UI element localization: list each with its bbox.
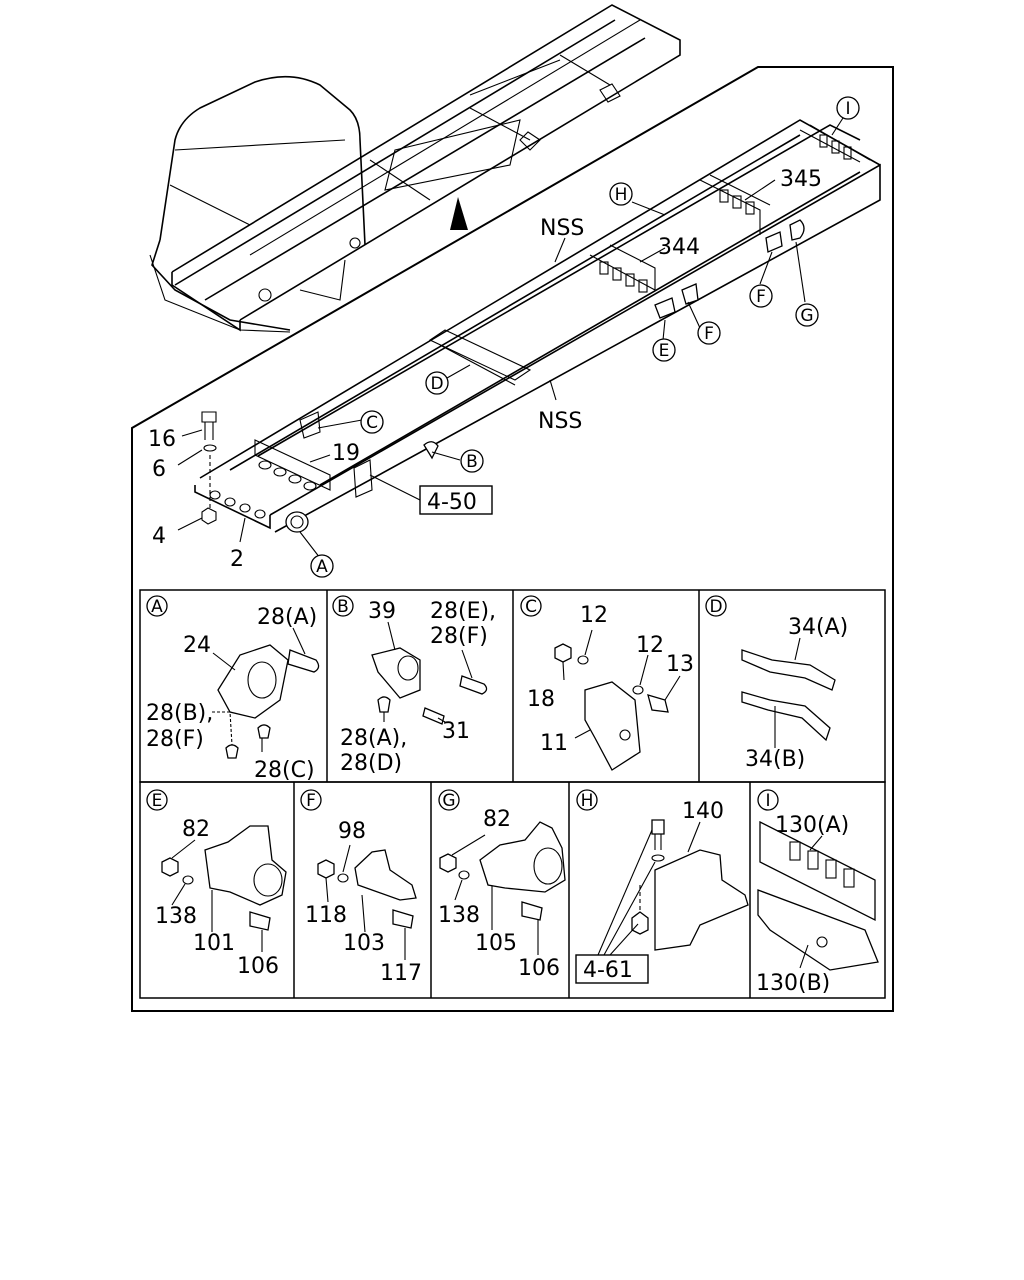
svg-text:11: 11 <box>540 731 568 756</box>
ref-box-4-50: 4-50 <box>419 485 493 515</box>
svg-text:82: 82 <box>483 807 511 832</box>
lower-frame <box>194 119 881 533</box>
svg-text:103: 103 <box>343 931 385 956</box>
svg-text:34(A): 34(A) <box>788 615 848 640</box>
svg-text:28(B),: 28(B), <box>146 701 213 726</box>
svg-text:B: B <box>466 452 478 472</box>
ref-box-4-61: 4-61 <box>583 958 633 983</box>
svg-text:118: 118 <box>305 903 347 928</box>
callout-f-left: F <box>697 321 721 345</box>
panel-b: B 39 28(E), 28(F) 28(A), 28(D) 31 <box>332 595 496 776</box>
label-344: 344 <box>658 235 700 260</box>
svg-text:28(E),: 28(E), <box>430 599 496 624</box>
label-4: 4 <box>152 524 166 549</box>
svg-text:I: I <box>765 791 770 811</box>
label-19: 19 <box>332 441 360 466</box>
svg-text:G: G <box>800 306 813 326</box>
svg-text:98: 98 <box>338 819 366 844</box>
svg-text:13: 13 <box>666 652 694 677</box>
label-6: 6 <box>152 457 166 482</box>
svg-text:105: 105 <box>475 931 517 956</box>
svg-text:138: 138 <box>155 904 197 929</box>
main-labels: 345 344 NSS NSS 19 16 6 4 2 <box>148 167 822 572</box>
callout-i: I <box>836 96 860 120</box>
svg-text:39: 39 <box>368 599 396 624</box>
svg-text:F: F <box>306 791 316 811</box>
callout-g: G <box>795 303 819 327</box>
panel-d: D 34(A) 34(B) <box>705 595 848 772</box>
svg-text:106: 106 <box>237 954 279 979</box>
panel-e: E 82 138 101 106 <box>146 789 287 979</box>
svg-text:H: H <box>581 791 594 811</box>
svg-text:28(A),: 28(A), <box>340 726 407 751</box>
svg-text:C: C <box>525 597 537 617</box>
callout-d: D <box>425 371 449 395</box>
svg-text:28(D): 28(D) <box>340 751 402 776</box>
svg-text:E: E <box>152 791 163 811</box>
svg-text:28(C): 28(C) <box>254 758 315 783</box>
callout-f-right: F <box>749 284 773 308</box>
svg-text:34(B): 34(B) <box>745 747 805 772</box>
svg-text:A: A <box>316 557 328 577</box>
direction-arrow <box>450 197 468 230</box>
svg-text:C: C <box>366 413 378 433</box>
label-345: 345 <box>780 167 822 192</box>
label-16: 16 <box>148 427 176 452</box>
svg-text:D: D <box>709 597 722 617</box>
svg-text:B: B <box>337 597 349 617</box>
svg-text:28(F): 28(F) <box>146 727 204 752</box>
label-nss-lower: NSS <box>538 409 582 434</box>
svg-text:G: G <box>442 791 455 811</box>
main-leaders <box>177 117 844 559</box>
svg-text:D: D <box>430 374 443 394</box>
svg-text:H: H <box>615 185 628 205</box>
cab-outline <box>149 75 366 333</box>
callout-a: A <box>310 554 334 578</box>
svg-text:F: F <box>704 324 714 344</box>
callout-b: B <box>460 449 484 473</box>
svg-text:12: 12 <box>636 633 664 658</box>
svg-text:138: 138 <box>438 903 480 928</box>
callout-h: H <box>609 182 633 206</box>
svg-text:31: 31 <box>442 719 470 744</box>
callout-e: E <box>652 338 676 362</box>
main-callouts: I H F G F E D C B A <box>310 96 860 578</box>
panel-i: I 130(A) 130(B) <box>756 789 879 996</box>
svg-text:28(A): 28(A) <box>257 605 317 630</box>
svg-text:130(A): 130(A) <box>775 813 849 838</box>
callout-c: C <box>360 410 384 434</box>
svg-text:4-50: 4-50 <box>427 490 477 515</box>
svg-text:12: 12 <box>580 603 608 628</box>
svg-text:82: 82 <box>182 817 210 842</box>
svg-text:130(B): 130(B) <box>756 971 830 996</box>
detail-grid <box>139 589 886 999</box>
svg-text:28(F): 28(F) <box>430 624 488 649</box>
svg-text:117: 117 <box>380 961 422 986</box>
panel-h: H 140 4-61 <box>575 789 749 984</box>
label-nss-upper: NSS <box>540 216 584 241</box>
svg-text:F: F <box>756 287 766 307</box>
panel-c: C 12 12 13 18 11 <box>520 595 694 771</box>
svg-text:18: 18 <box>527 687 555 712</box>
svg-text:106: 106 <box>518 956 560 981</box>
svg-text:A: A <box>151 597 163 617</box>
svg-text:24: 24 <box>183 633 211 658</box>
diagram-border <box>131 66 894 1012</box>
upper-frame <box>171 4 681 332</box>
svg-text:I: I <box>845 99 850 119</box>
svg-text:140: 140 <box>682 799 724 824</box>
panel-f: F 98 118 103 117 <box>300 789 422 986</box>
label-2: 2 <box>230 547 244 572</box>
panel-a: A 28(A) 24 28(B), 28(F) 28(C) <box>146 595 320 783</box>
svg-text:E: E <box>659 341 670 361</box>
svg-text:101: 101 <box>193 931 235 956</box>
panel-g: G 82 138 105 106 <box>438 789 566 981</box>
